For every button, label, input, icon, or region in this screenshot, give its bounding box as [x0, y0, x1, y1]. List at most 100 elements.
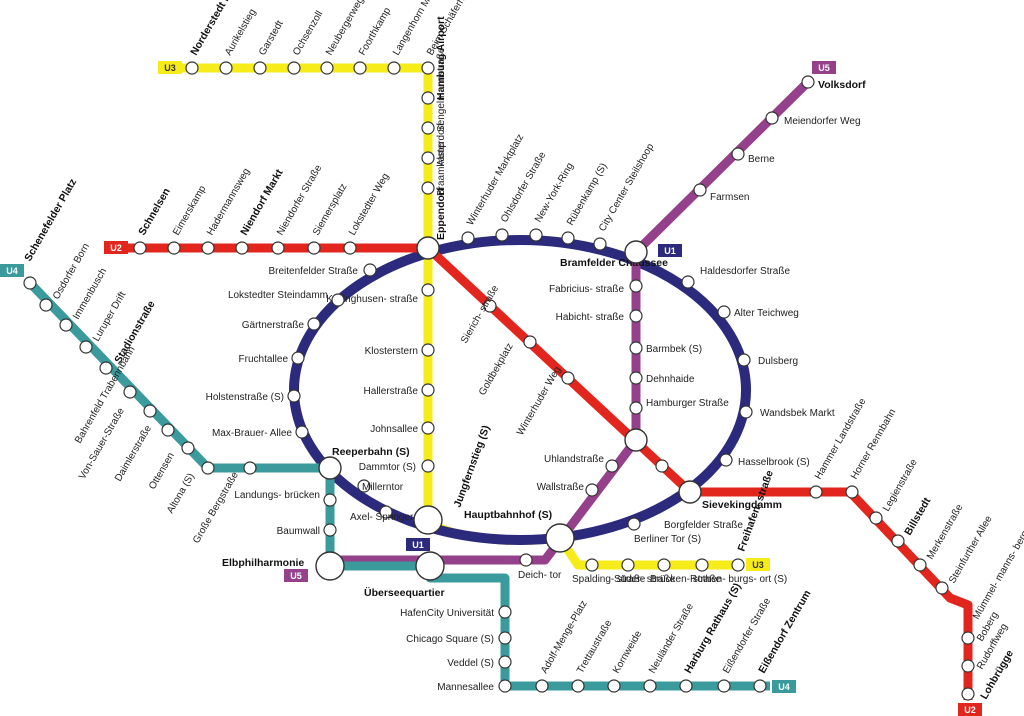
station-new-york-ring[interactable] [529, 228, 543, 242]
station-alsterdorf[interactable] [421, 151, 435, 165]
station-foorthkamp[interactable] [353, 61, 367, 75]
station-kornweide[interactable] [607, 679, 621, 693]
station-trettaustrasse[interactable] [571, 679, 585, 693]
station-berne[interactable] [731, 147, 745, 161]
station-reeperbahn[interactable] [318, 456, 342, 480]
station-sievekingdamm[interactable] [678, 480, 702, 504]
station-mannesallee[interactable] [498, 679, 512, 693]
station-schnelsen[interactable] [133, 241, 147, 255]
station-wallstrasse[interactable] [585, 483, 599, 497]
station-langenhorn-markt[interactable] [387, 61, 401, 75]
station-veddel[interactable] [498, 655, 512, 669]
station-habichtstrasse[interactable] [629, 309, 643, 323]
station-aurikelstieg[interactable] [219, 61, 233, 75]
station-eissendorfer-strasse[interactable] [717, 679, 731, 693]
station-eissendorf-zentrum[interactable] [753, 679, 767, 693]
station-baumwall[interactable] [323, 523, 337, 537]
station-elbphilharmonie[interactable] [315, 551, 345, 581]
station-chicago-square[interactable] [498, 631, 512, 645]
station-u2-berliner-tor[interactable] [655, 459, 669, 473]
station-osdorfer-born[interactable] [39, 298, 53, 312]
station-billstedt[interactable] [891, 534, 905, 548]
station-freihafenstrasse[interactable] [731, 558, 745, 572]
station-holstenstrasse[interactable] [287, 389, 301, 403]
station-neubergerweg[interactable] [320, 61, 334, 75]
station-rudorffweg[interactable] [961, 659, 975, 673]
station-johnsallee[interactable] [421, 421, 435, 435]
station-jungfernstieg[interactable] [413, 505, 443, 535]
station-alter-teichweg[interactable] [717, 305, 731, 319]
station-hammer-landstrasse[interactable] [809, 485, 823, 499]
station-schenefelder-platz[interactable] [23, 276, 37, 290]
station-garstedt[interactable] [253, 61, 267, 75]
station-steinfurther-allee[interactable] [935, 581, 949, 595]
station-hadermannsweg[interactable] [201, 241, 215, 255]
station-daimlerstrasse[interactable] [161, 423, 175, 437]
station-braamkamp[interactable] [421, 181, 435, 195]
station-fruchtallee[interactable] [291, 351, 305, 365]
station-suederstrasse[interactable] [621, 558, 635, 572]
station-luruper-drift[interactable] [79, 340, 93, 354]
station-sengelmannstrasse[interactable] [421, 121, 435, 135]
station-wandsbek-markt[interactable] [739, 405, 753, 419]
station-lokstedter-weg[interactable] [343, 241, 357, 255]
station-lohbruegge[interactable] [961, 687, 975, 701]
station-max-brauer-allee[interactable] [295, 425, 309, 439]
station-sierichstrasse[interactable] [483, 299, 497, 313]
station-winterhuder-weg[interactable] [561, 371, 575, 385]
station-neulaender-strasse[interactable] [643, 679, 657, 693]
station-kellinghusenstrasse[interactable] [421, 283, 435, 297]
station-niendorf-markt[interactable] [235, 241, 249, 255]
station-klosterstern[interactable] [421, 343, 435, 357]
station-uhlandstrasse[interactable] [605, 459, 619, 473]
station-dulsberg[interactable] [737, 353, 751, 367]
station-hallerstrasse[interactable] [421, 383, 435, 397]
station-ottensen[interactable] [181, 441, 195, 455]
station-hamburger-strasse[interactable] [629, 401, 643, 415]
station-siemersplatz[interactable] [307, 241, 321, 255]
station-goldbekplatz[interactable] [523, 335, 537, 349]
station-hasselbrook[interactable] [719, 453, 733, 467]
station-volksdorf[interactable] [801, 75, 815, 89]
station-niendorfer-strasse[interactable] [271, 241, 285, 255]
station-ochsenzoll[interactable] [287, 61, 301, 75]
station-winterhuder-marktplatz[interactable] [461, 231, 475, 245]
station-ruebenkamp[interactable] [561, 231, 575, 245]
station-von-sauer-strasse[interactable] [143, 404, 157, 418]
station-eppendorf[interactable] [416, 236, 440, 260]
station-merkenstrasse[interactable] [913, 558, 927, 572]
station-axel-springer-platz[interactable] [379, 505, 393, 519]
station-norderstedt-mitte[interactable] [185, 61, 199, 75]
station-barmbek-interchange[interactable] [624, 428, 648, 452]
station-dehnhaide[interactable] [629, 371, 643, 385]
station-deichtor[interactable] [519, 553, 533, 567]
station-eimerskamp[interactable] [167, 241, 181, 255]
station-haldesdorfer-strasse[interactable] [681, 275, 695, 289]
station-beim-schaeferhof[interactable] [421, 61, 435, 75]
station-fabriciusstrasse[interactable] [629, 279, 643, 293]
station-barmbek[interactable] [629, 341, 643, 355]
station-adolf-menge-platz[interactable] [535, 679, 549, 693]
station-boberg[interactable] [961, 631, 975, 645]
station-immenbusch[interactable] [59, 318, 73, 332]
station-breitenfelder-strasse[interactable] [363, 263, 377, 277]
station-grosse-bergstrasse[interactable] [243, 461, 257, 475]
station-horner-rennbahn[interactable] [845, 485, 859, 499]
station-dammtor[interactable] [421, 459, 435, 473]
station-legienstrasse[interactable] [869, 511, 883, 525]
station-hamburg-airport[interactable] [421, 91, 435, 105]
station-lokstedter-steindamm[interactable] [331, 293, 345, 307]
station-ohlsdorfer-strasse[interactable] [495, 228, 509, 242]
station-landungsbruecken[interactable] [323, 493, 337, 507]
station-bahrenfeld[interactable] [123, 385, 137, 399]
station-borgfelder-strasse[interactable] [627, 517, 641, 531]
station-spaldingstrasse[interactable] [585, 558, 599, 572]
station-altona[interactable] [201, 461, 215, 475]
station-bramfelder-chaussee[interactable] [624, 240, 648, 264]
station-harburg-rathaus[interactable] [679, 679, 693, 693]
station-millerntor[interactable] [357, 479, 371, 493]
station-farmsen[interactable] [693, 183, 707, 197]
station-meiendorfer-weg[interactable] [765, 111, 779, 125]
station-stadionstrasse[interactable] [99, 361, 113, 375]
station-ueberseequartier[interactable] [415, 551, 445, 581]
